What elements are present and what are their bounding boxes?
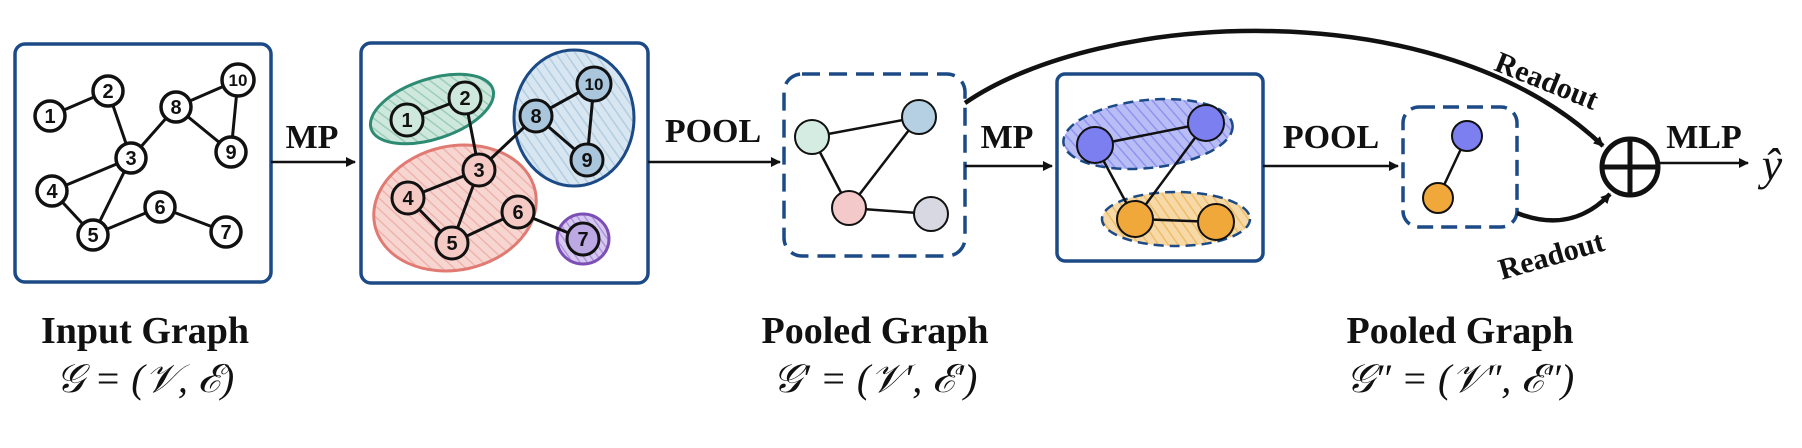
readout-label-bottom: Readout (1495, 225, 1608, 287)
pool-arrow-2: POOL (1263, 119, 1399, 171)
pooled1-node-pink (831, 190, 867, 226)
caption-pooled2-title: Pooled Graph (1346, 310, 1574, 352)
input-node-6-label: 6 (154, 197, 165, 219)
mp-arrow-2: MP (965, 119, 1053, 171)
input-node-8-label: 8 (170, 97, 181, 119)
input-node-1: 1 (33, 99, 67, 133)
pool-arrow-1: POOL (648, 113, 781, 167)
mp-label-2: MP (981, 119, 1034, 156)
caption-pooled1-title: Pooled Graph (761, 310, 989, 352)
mp2-node-blue-2 (1187, 104, 1225, 142)
cluster-node-8: 8 (518, 98, 554, 134)
caption-pooled-graph-2: Pooled Graph 𝒢″ = (𝒱″, ℰ″) (1310, 308, 1610, 404)
clustered-graph-panel: 1 2 3 4 5 6 7 8 9 10 (359, 41, 650, 285)
caption-pooled1-formula: 𝒢′ = (𝒱′, ℰ′) (772, 356, 978, 401)
cluster-node-4-label: 4 (402, 188, 414, 210)
input-node-10: 10 (220, 62, 256, 98)
cluster-node-2: 2 (447, 80, 483, 116)
mlp-arrow: MLP (1658, 119, 1749, 168)
input-node-9: 9 (214, 135, 248, 169)
cluster-node-1-label: 1 (401, 110, 412, 132)
mlp-label: MLP (1666, 119, 1742, 156)
input-node-4: 4 (35, 174, 69, 208)
input-node-8: 8 (159, 90, 193, 124)
mp-arrow-1: MP (271, 119, 356, 167)
cluster-node-8-label: 8 (530, 106, 541, 128)
cluster-node-3-label: 3 (473, 160, 484, 182)
caption-pooled-graph-1: Pooled Graph 𝒢′ = (𝒱′, ℰ′) (730, 308, 1020, 404)
clustered-graph-nodes: 1 2 3 4 5 6 7 8 9 10 (389, 65, 613, 261)
pooled2-node-blue (1451, 120, 1483, 152)
cluster-node-5-label: 5 (446, 233, 457, 255)
input-node-2-label: 2 (102, 81, 113, 103)
readout-label-top: Readout (1490, 46, 1603, 117)
cluster-node-4: 4 (390, 180, 426, 216)
pooled2-node-orange (1422, 182, 1454, 214)
input-graph-nodes: 1 2 3 4 5 6 7 8 9 10 (33, 62, 256, 252)
mp2-node-blue-1 (1076, 126, 1114, 164)
pooled-graph-2-panel (1401, 105, 1519, 229)
input-node-10-label: 10 (229, 71, 248, 90)
input-node-7: 7 (209, 215, 243, 249)
cluster-node-9: 9 (569, 142, 605, 178)
mp2-node-orange-1 (1116, 200, 1154, 238)
cluster-node-5: 5 (434, 225, 470, 261)
input-node-3: 3 (114, 141, 148, 175)
cluster-node-3: 3 (461, 152, 497, 188)
caption-pooled2-formula: 𝒢″ = (𝒱″, ℰ″) (1345, 356, 1575, 401)
cluster-node-10: 10 (575, 65, 613, 103)
cluster-node-6-label: 6 (512, 202, 523, 224)
caption-input-formula: 𝒢 = (𝒱, ℰ) (55, 356, 235, 401)
input-node-1-label: 1 (44, 106, 55, 128)
caption-input-graph: Input Graph 𝒢 = (𝒱, ℰ) (0, 308, 290, 404)
cluster-red (372, 143, 538, 273)
pooled1-node-blue (901, 99, 937, 135)
cluster-node-10-label: 10 (585, 75, 604, 94)
input-node-5-label: 5 (87, 225, 98, 247)
input-node-3-label: 3 (125, 148, 136, 170)
input-node-7-label: 7 (220, 222, 231, 244)
input-node-4-label: 4 (46, 181, 58, 203)
mp-label-1: MP (286, 119, 339, 156)
cluster-node-7-label: 7 (577, 229, 588, 251)
output-y-hat: ŷ (1758, 139, 1783, 190)
pool-label-1: POOL (665, 113, 761, 150)
cluster-node-7: 7 (565, 221, 601, 257)
input-node-2: 2 (91, 74, 125, 108)
mp2-node-orange-2 (1197, 203, 1235, 241)
input-node-9-label: 9 (225, 142, 236, 164)
caption-input-title: Input Graph (40, 310, 250, 352)
sum-node (1599, 136, 1661, 198)
pool-label-2: POOL (1283, 119, 1379, 156)
cluster-node-2-label: 2 (459, 88, 470, 110)
cluster-node-6: 6 (500, 194, 536, 230)
cluster-node-1: 1 (389, 102, 425, 138)
input-node-5: 5 (76, 218, 110, 252)
pooled1-node-gray (913, 196, 949, 232)
cluster-node-9-label: 9 (581, 150, 592, 172)
pooled-graph-1-panel (782, 72, 967, 258)
mp2-graph-panel (1055, 72, 1265, 263)
input-node-6: 6 (143, 190, 177, 224)
input-graph-panel: 1 2 3 4 5 6 7 8 9 10 (13, 42, 273, 284)
pooled1-node-green (794, 119, 830, 155)
